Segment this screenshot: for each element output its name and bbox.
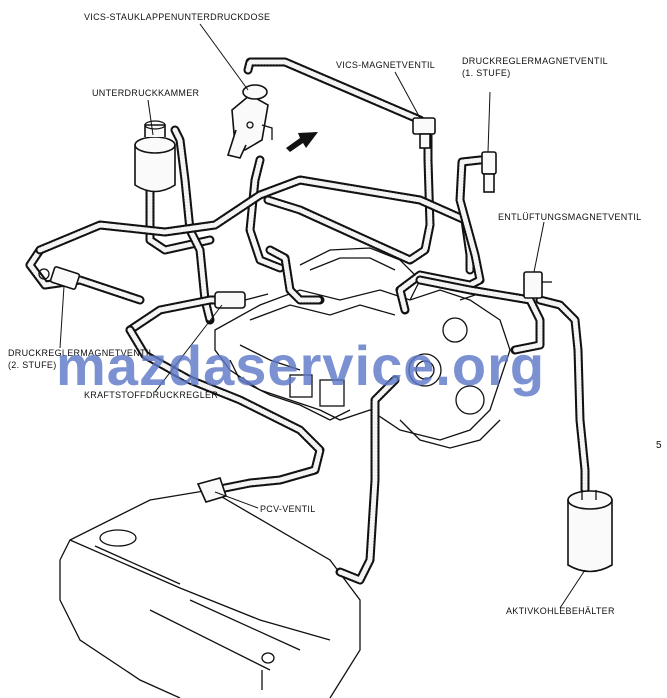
watermark-text: mazdaservice.org xyxy=(56,334,546,397)
label-pressure-regulator-1-line2: (1. STUFE) xyxy=(462,68,511,78)
vacuum-hoses xyxy=(25,57,590,585)
label-vacuum-chamber: UNTERDRUCKKAMMER xyxy=(92,88,200,98)
pressure-regulator-solenoid-1 xyxy=(481,151,497,193)
page-mark: 5 xyxy=(656,440,662,451)
label-pressure-regulator-2-line1: DRUCKREGLERMAGNETVENTIL xyxy=(8,348,154,358)
label-pressure-regulator-1-line1: DRUCKREGLERMAGNETVENTIL xyxy=(462,56,608,66)
label-vics-actuator: VICS-STAUKLAPPENUNTERDRUCKDOSE xyxy=(84,12,271,22)
fuel-pressure-regulator xyxy=(214,291,269,309)
charcoal-canister xyxy=(567,490,613,573)
vacuum-chamber xyxy=(134,120,176,193)
engine-cylinder-head-cover xyxy=(59,489,361,698)
pcv-valve xyxy=(196,477,228,503)
flow-direction-arrow-icon xyxy=(286,132,318,152)
label-purge-solenoid: ENTLÜFTUNGSMAGNETVENTIL xyxy=(498,212,642,222)
vics-solenoid-valve xyxy=(412,117,436,149)
label-charcoal-canister: AKTIVKOHLEBEHÄLTER xyxy=(506,606,615,616)
vics-actuator xyxy=(226,84,273,159)
label-pressure-regulator-2-line2: (2. STUFE) xyxy=(8,360,57,370)
label-vics-solenoid: VICS-MAGNETVENTIL xyxy=(336,60,436,70)
purge-solenoid-valve xyxy=(523,271,552,299)
label-pcv-valve: PCV-VENTIL xyxy=(260,504,316,514)
label-fuel-pressure-regulator: KRAFTSTOFFDRUCKREGLER xyxy=(84,390,219,400)
label-leader-lines xyxy=(59,23,586,609)
pressure-regulator-solenoid-2 xyxy=(38,266,81,290)
